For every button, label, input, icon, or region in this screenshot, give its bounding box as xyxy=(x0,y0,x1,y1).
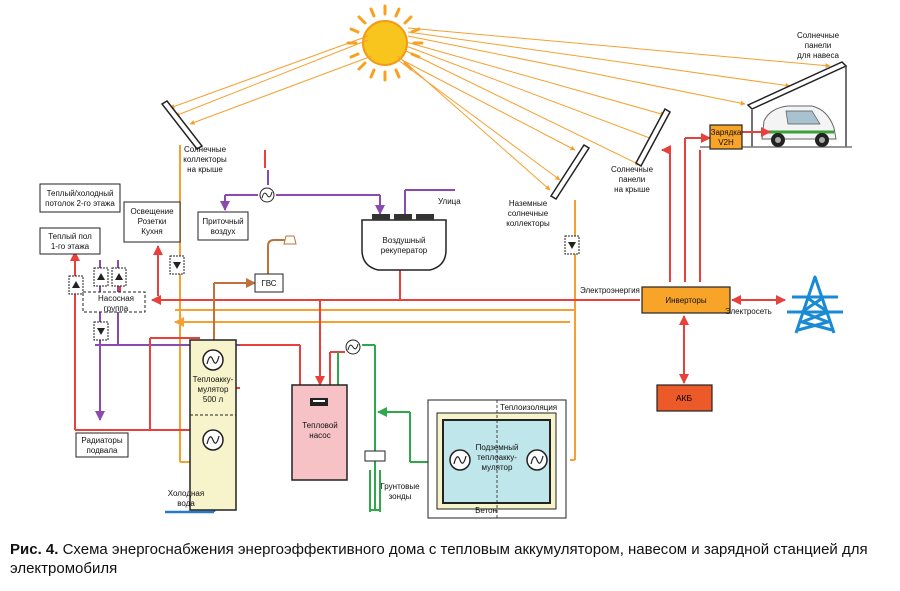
electric-circuit xyxy=(70,127,786,431)
charger-box xyxy=(709,124,743,150)
street-label: Улица xyxy=(438,197,461,206)
heat-pump-unit xyxy=(291,384,348,481)
ground-probe-box xyxy=(364,450,386,462)
figure-caption: Рис. 4. Схема энергоснабжения энергоэффе… xyxy=(10,540,895,578)
underground-accumulator xyxy=(427,399,567,519)
shower-icon xyxy=(283,235,297,245)
recuperator-unit xyxy=(361,214,447,271)
inverters-label: Инверторы xyxy=(665,296,707,305)
dhw-circuit xyxy=(213,239,288,355)
dhw-label: ГВС xyxy=(261,279,276,288)
concrete-label: Бетон xyxy=(475,506,497,515)
electric-car-icon xyxy=(761,105,837,147)
label-boxes xyxy=(39,183,284,458)
pump-icons xyxy=(68,255,185,341)
battery-label: АКБ xyxy=(676,393,693,403)
power-pylon-icon xyxy=(787,275,843,334)
solar-pump-icon xyxy=(564,235,580,255)
roof-collectors-panel xyxy=(160,100,204,150)
ground-circuit xyxy=(337,344,439,512)
insulation-label: Теплоизоляция xyxy=(500,403,557,412)
heatpump-valve-icon xyxy=(345,339,361,355)
sun-icon xyxy=(346,4,424,82)
inverters-box xyxy=(641,286,731,314)
electricity-label: Электроэнергия xyxy=(580,286,640,295)
sun-rays xyxy=(169,27,831,191)
pump-group-box xyxy=(82,291,146,313)
grid-label: Электросеть xyxy=(725,307,772,316)
accumulator-tank xyxy=(189,339,237,511)
recuperator-fan-icon xyxy=(259,187,275,203)
canopy xyxy=(700,61,852,148)
roof-panels-panel xyxy=(635,107,671,168)
battery-box xyxy=(656,384,713,412)
caption-number: Рис. 4. xyxy=(10,541,59,558)
ground-collectors-panel xyxy=(549,143,591,201)
caption-text: Схема энергоснабжения энергоэффективного… xyxy=(10,541,868,577)
